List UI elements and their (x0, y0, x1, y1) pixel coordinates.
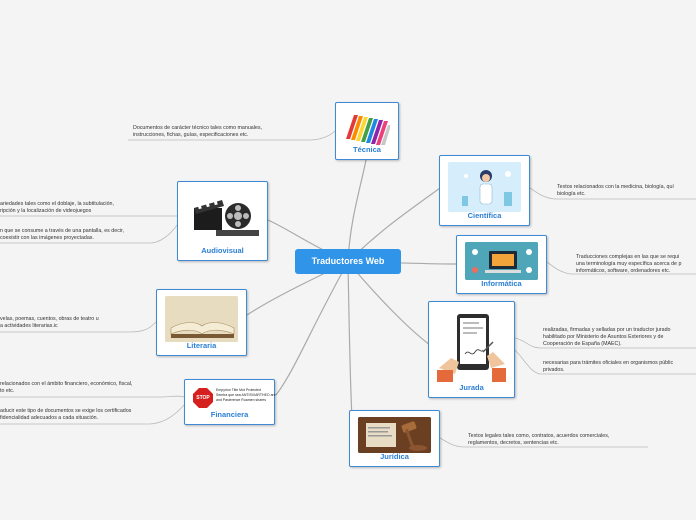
financiera-image-text: Empyrion Title Mot Protected Semtra que … (216, 388, 276, 402)
node-financiera[interactable]: STOP Empyrion Title Mot Protected Semtra… (184, 379, 276, 425)
node-literaria[interactable]: Literaria (156, 289, 247, 356)
open-book-image (165, 296, 238, 342)
node-audiovisual[interactable]: Audiovisual (177, 181, 268, 261)
node-cientifica[interactable]: Científica (439, 155, 530, 226)
film-clapper-image (186, 188, 259, 246)
note-tecnica: Documentos de carácter técnico tales com… (133, 125, 262, 138)
stop-sign-icon: STOP (193, 388, 213, 408)
node-label: Técnica (353, 145, 381, 154)
note-financiera-1: relacionados con el ámbito financiero, e… (0, 381, 133, 394)
node-juridica[interactable]: Jurídica (349, 410, 440, 467)
node-informatica[interactable]: Informática (456, 235, 547, 294)
node-label: Informática (481, 279, 522, 288)
tablet-signature-image (437, 308, 506, 384)
note-juridica: Textos legales tales como, contratos, ac… (468, 433, 610, 446)
node-jurada[interactable]: Jurada (428, 301, 515, 398)
node-label: Jurídica (380, 452, 409, 461)
node-label: Científica (467, 211, 502, 220)
node-tecnica[interactable]: Técnica (335, 102, 399, 160)
node-label: Audiovisual (201, 246, 244, 255)
node-label: Jurada (459, 383, 484, 392)
note-jurada-1: realizadas, firmadas y selladas por un t… (543, 327, 671, 347)
node-label: Financiera (210, 410, 249, 419)
colored-folders-image (344, 109, 390, 147)
computer-icons-image (465, 242, 538, 280)
central-topic[interactable]: Traductores Web (295, 249, 401, 274)
note-audiovisual-2: n que se consume a través de una pantall… (0, 228, 124, 241)
gavel-image (358, 417, 431, 453)
node-label: Literaria (186, 341, 217, 350)
note-informatica: Traducciones complejas en las que se req… (576, 254, 682, 274)
note-financiera-2: aducir este tipo de documentos se exige … (0, 408, 132, 421)
scientist-image (448, 162, 521, 212)
note-literaria: velas, poemas, cuentos, obras de teatro … (0, 316, 99, 329)
note-jurada-2: necesarias para trámites oficiales en or… (543, 360, 674, 373)
note-cientifica: Textos relacionados con la medicina, bio… (557, 184, 674, 197)
note-audiovisual-1: ariedades tales como el doblaje, la subt… (0, 201, 114, 214)
